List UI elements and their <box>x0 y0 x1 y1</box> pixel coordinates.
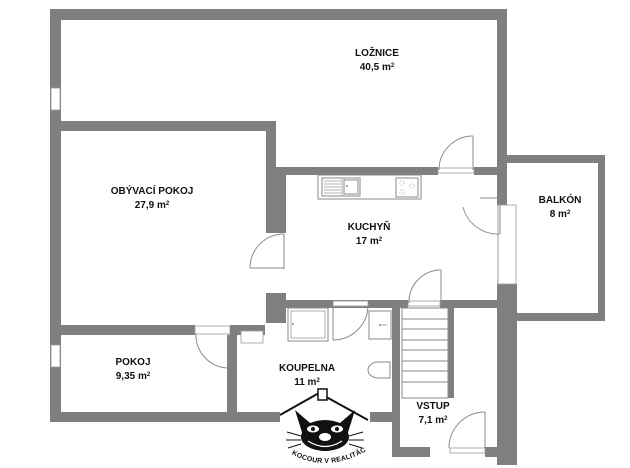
window-bedroom-left <box>50 87 61 111</box>
room-area: 17 m2 <box>355 236 383 247</box>
bathroom-fixtures <box>287 307 392 379</box>
room-area: 7,1 m2 <box>418 415 448 426</box>
room-name: KOUPELNA <box>278 363 336 374</box>
kitchen-sink-icon <box>321 177 361 197</box>
room-label-kuchyn: KUCHYŇ 17 m2 <box>348 221 391 249</box>
cooktop-icon <box>395 177 419 198</box>
kitchen-counter <box>317 174 422 200</box>
room-label-koupelna: KOUPELNA 11 m2 <box>279 362 335 390</box>
door-frame-pokoj <box>194 325 231 335</box>
room-name: BALKÓN <box>538 195 582 206</box>
room-name: LOŽNICE <box>355 48 399 59</box>
room-area: 27,9 m2 <box>134 200 170 211</box>
room-label-pokoj: POKOJ 9,35 m2 <box>115 356 150 384</box>
staircase-icon <box>401 307 449 399</box>
washbasin-icon <box>368 310 392 340</box>
room-label-obyvaci-pokoj: OBÝVACÍ POKOJ 27,9 m2 <box>111 185 194 213</box>
room-name: VSTUP <box>416 401 450 412</box>
room-name: KUCHYŇ <box>347 222 391 233</box>
shower-tray-icon <box>287 307 329 342</box>
room-name: OBÝVACÍ POKOJ <box>110 186 194 197</box>
room-area: 40,5 m2 <box>359 62 395 73</box>
doors <box>195 135 501 454</box>
room-label-loznice: LOŽNICE 40,5 m2 <box>355 47 399 75</box>
windows <box>50 87 517 368</box>
toilet-icon <box>367 361 391 379</box>
room-name: POKOJ <box>115 357 151 368</box>
balcony-door-opening <box>497 204 517 285</box>
room-area: 11 m2 <box>294 377 320 388</box>
room-area: 9,35 m2 <box>115 371 151 382</box>
room-label-vstup: VSTUP 7,1 m2 <box>416 400 449 428</box>
window-bathroom <box>240 330 264 344</box>
room-label-balkon: BALKÓN 8 m2 <box>539 194 582 222</box>
room-area: 8 m2 <box>549 209 571 220</box>
window-pokoj-left <box>50 344 61 368</box>
